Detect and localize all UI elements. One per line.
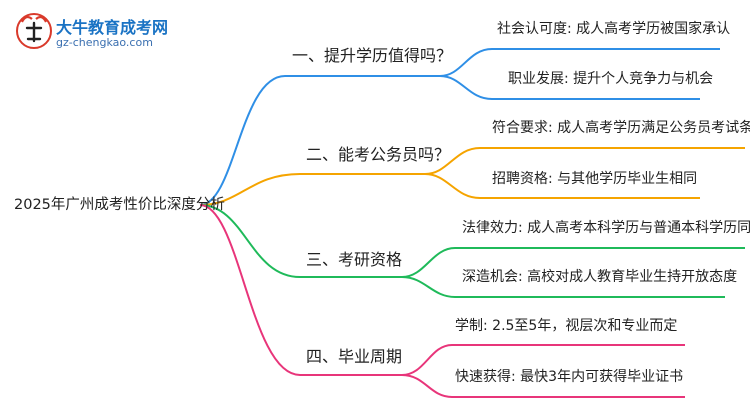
connector-branch-3-leaf-2 (401, 276, 725, 298)
connector-branch-3-leaf-1 (401, 247, 745, 278)
connector-branch-4-leaf-1 (401, 344, 685, 376)
connector-root-branch-3 (199, 204, 301, 278)
leaf-3-1: 法律效力: 成人高考本科学历与普通本科学历同等 (462, 220, 750, 236)
leaf-1-1: 社会认可度: 成人高考学历被国家承认 (497, 21, 731, 37)
logo-url: gz-chengkao.com (56, 36, 153, 49)
leaf-2-1: 符合要求: 成人高考学历满足公务员考试条件 (492, 120, 750, 136)
bull-logo-icon (16, 13, 52, 49)
connector-root-branch-1 (199, 75, 286, 206)
connector-root-branch-4 (199, 204, 301, 376)
connector-root-branch-2 (199, 173, 301, 206)
site-logo[interactable]: 大牛教育成考网 gz-chengkao.com (6, 8, 206, 52)
branch-3-label: 三、考研资格 (306, 250, 403, 269)
branch-1-label: 一、提升学历值得吗？ (292, 46, 453, 65)
leaf-3-2: 深造机会: 高校对成人教育毕业生持开放态度 (462, 269, 738, 285)
connector-branch-4-leaf-2 (401, 374, 685, 398)
connector-branch-1-leaf-1 (439, 48, 720, 77)
mindmap-root: 2025年广州成考性价比深度分析 (14, 197, 225, 213)
leaf-4-2: 快速获得: 最快3年内可获得毕业证书 (455, 369, 684, 385)
branch-4-label: 四、毕业周期 (306, 347, 403, 366)
connector-branch-1-leaf-2 (439, 75, 700, 100)
connector-branch-2-leaf-2 (424, 173, 700, 199)
leaf-1-2: 职业发展: 提升个人竞争力与机会 (508, 71, 714, 87)
leaf-2-2: 招聘资格: 与其他学历毕业生相同 (492, 171, 698, 187)
leaf-4-1: 学制: 2.5至5年，视层次和专业而定 (455, 318, 678, 334)
branch-2-label: 二、能考公务员吗？ (306, 145, 451, 164)
connector-branch-2-leaf-1 (424, 147, 745, 175)
logo-title: 大牛教育成考网 (56, 18, 169, 37)
